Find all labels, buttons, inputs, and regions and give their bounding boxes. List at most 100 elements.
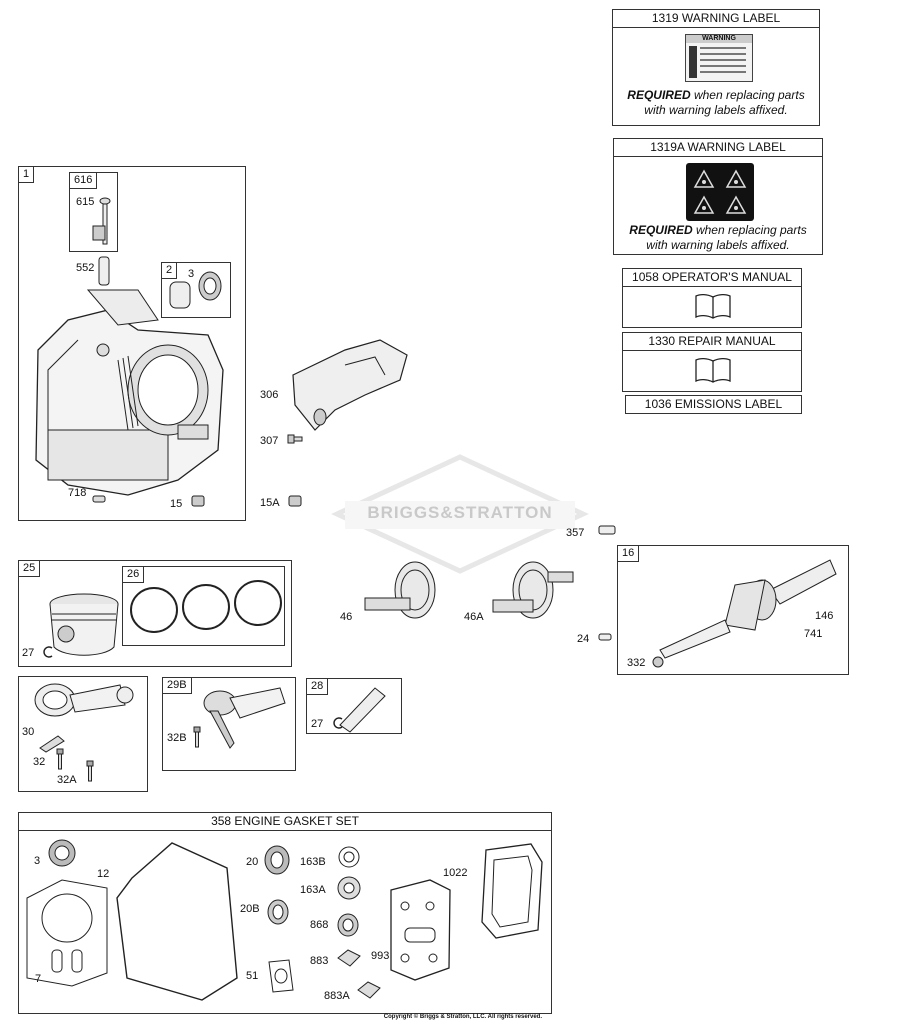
part-label-552: 552 [76, 262, 95, 274]
emissions-label-box: 1036 EMISSIONS LABEL [625, 395, 802, 414]
part-label-46a: 46A [464, 611, 484, 623]
gasket-label-20b: 20B [240, 903, 260, 915]
piston-pin-drawing [339, 687, 386, 733]
book-icon [695, 357, 731, 383]
shroud-drawing [292, 339, 408, 431]
clip-ring-drawing [43, 646, 53, 658]
part-label-615: 615 [76, 196, 95, 208]
part-label-741: 741 [804, 628, 823, 640]
part-label-15a: 15A [260, 497, 280, 509]
breather-valve-drawing [92, 197, 111, 245]
connecting-rod-drawing [34, 683, 134, 717]
connecting-rod-alt-box: 29B [162, 677, 296, 771]
part-label-27: 27 [22, 647, 35, 659]
gasket-label-51: 51 [246, 970, 259, 982]
gasket-set-title: 358 ENGINE GASKET SET [19, 813, 551, 831]
part-label-24: 24 [577, 633, 590, 645]
part-label-27b: 27 [311, 718, 324, 730]
gasket-label-12: 12 [97, 868, 110, 880]
gasket-label-3: 3 [34, 855, 41, 867]
group-number-cylinder: 1 [19, 167, 35, 183]
plug-drawing [288, 495, 302, 507]
part-label-357: 357 [566, 527, 585, 539]
part-label-32a: 32A [57, 774, 77, 786]
gasket-set-box: 358 ENGINE GASKET SET [18, 812, 552, 1014]
piston-group-box: 25 [18, 560, 292, 667]
head-gasket-drawing [26, 879, 108, 987]
warning-label-1319-required-note: REQUIRED when replacing parts with warni… [627, 88, 805, 117]
small-gasket-drawing [268, 959, 294, 993]
group-number-piston: 25 [19, 561, 41, 577]
seal-drawing [267, 899, 289, 925]
gasket-label-883a: 883A [324, 990, 350, 1002]
part-label-32: 32 [33, 756, 46, 768]
copyright-notice: Copyright © Briggs & Stratton, LLC. All … [383, 1014, 542, 1020]
brand-watermark [331, 454, 589, 574]
rings-group-box: 26 [122, 566, 285, 646]
group-number-bushing: 2 [162, 263, 178, 279]
piston-drawing [49, 593, 119, 656]
key-drawing [598, 525, 616, 535]
warning-label-1319a-box: 1319A WARNING LABEL REQUIRED when replac… [613, 138, 823, 255]
repair-manual-title: 1330 REPAIR MANUAL [623, 333, 801, 351]
operators-manual-box: 1058 OPERATOR'S MANUAL [622, 268, 802, 328]
piston-pin-box: 28 [306, 678, 402, 734]
gasket-label-163b: 163B [300, 856, 326, 868]
group-number-breather: 616 [70, 173, 98, 189]
gasket-label-20: 20 [246, 856, 259, 868]
connecting-rod-alt-drawing [203, 687, 286, 749]
operators-manual-title: 1058 OPERATOR'S MANUAL [623, 269, 801, 287]
gasket-label-883: 883 [310, 955, 329, 967]
warning-label-1319-box: 1319 WARNING LABEL WARNING REQUIRED when… [612, 9, 820, 126]
screw-drawing [287, 434, 303, 444]
part-label-306: 306 [260, 389, 279, 401]
gasket-label-868: 868 [310, 919, 329, 931]
warning-sticker-image: WARNING [685, 34, 753, 82]
small-gasket-drawing [357, 981, 381, 999]
part-label-32b: 32B [167, 732, 187, 744]
plug-drawing [191, 495, 205, 507]
dowel-pin-drawing [92, 495, 106, 503]
repair-manual-box: 1330 REPAIR MANUAL [622, 332, 802, 392]
bushing-group-box: 2 [161, 262, 231, 318]
carb-gasket-drawing [390, 879, 451, 981]
warning-label-1319-title: 1319 WARNING LABEL [613, 10, 819, 28]
gasket-label-1022: 1022 [443, 867, 468, 879]
part-label-30: 30 [22, 726, 35, 738]
small-gasket-drawing [337, 949, 361, 967]
nut-drawing [652, 656, 664, 668]
bolt-drawing [193, 726, 201, 748]
group-number-crankshaft: 16 [618, 546, 640, 562]
gasket-label-993: 993 [371, 950, 390, 962]
piston-rings-drawing [130, 580, 282, 633]
warning-label-1319a-required-note: REQUIRED when replacing parts with warni… [629, 223, 807, 252]
camshaft-drawing [492, 561, 574, 619]
small-gasket-drawing [338, 846, 360, 868]
cylinder-group-box: 1 [18, 166, 246, 521]
emissions-label-title: 1036 EMISSIONS LABEL [644, 397, 783, 411]
sump-gasket-drawing [116, 842, 238, 1001]
warning-pictogram-image [686, 163, 754, 221]
group-number-rings: 26 [123, 567, 145, 583]
gasket-label-163a: 163A [300, 884, 326, 896]
seal-drawing [264, 845, 290, 875]
bushing-drawing [169, 271, 222, 309]
bolt-drawing [56, 748, 64, 770]
camshaft-drawing [364, 561, 436, 619]
rod-cap-drawing [39, 735, 65, 753]
part-label-307: 307 [260, 435, 279, 447]
part-label-3: 3 [188, 268, 195, 280]
connecting-rod-box [18, 676, 148, 792]
cylinder-block-drawing [35, 289, 224, 496]
watermark-text: BRIGGS&STRATTON [367, 503, 553, 522]
small-gasket-drawing [337, 876, 361, 900]
breather-group-box: 616 [69, 172, 118, 252]
seal-drawing [48, 839, 76, 867]
warning-label-1319a-title: 1319A WARNING LABEL [614, 139, 822, 157]
part-label-332: 332 [627, 657, 646, 669]
small-gasket-drawing [337, 913, 359, 937]
guide-tube-drawing [98, 256, 110, 286]
gasket-label-7: 7 [35, 973, 42, 985]
group-number-piston-pin: 28 [307, 679, 329, 695]
key-drawing [598, 633, 612, 641]
